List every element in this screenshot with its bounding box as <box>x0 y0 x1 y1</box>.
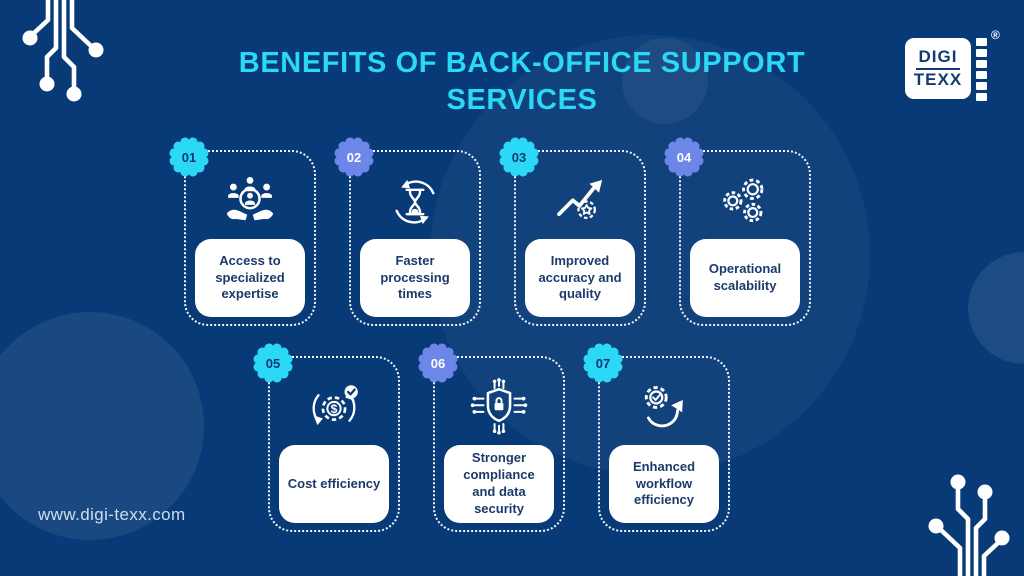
card-label: Enhanced workflow efficiency <box>609 445 719 523</box>
logo-divider <box>916 68 960 70</box>
card-label: Cost efficiency <box>279 445 389 523</box>
shield-lock-circuit-icon <box>435 372 563 444</box>
benefit-card-05: 05 $ Cost efficiency <box>253 343 400 532</box>
benefit-card-01: 01 <box>169 137 316 326</box>
card-number-badge: 01 <box>169 137 209 177</box>
three-gears-icon <box>681 166 809 238</box>
logo-text-top: DIGI <box>918 47 958 67</box>
gear-check-arrow-icon <box>600 372 728 444</box>
logo-filmstrip-icon <box>976 38 987 101</box>
card-number-badge: 02 <box>334 137 374 177</box>
benefit-card-03: 03 Improved accuracy and quality <box>499 137 646 326</box>
card-number-badge: 04 <box>664 137 704 177</box>
benefit-card-04: 04 Operational scalability <box>664 137 811 326</box>
page-title: BENEFITS OF BACK-OFFICE SUPPORT SERVICES <box>238 47 806 116</box>
benefit-card-02: 02 Faster processing times <box>334 137 481 326</box>
logo-box: DIGI TEXX <box>905 38 971 99</box>
circuit-trace-bottom-right-icon <box>928 474 1010 576</box>
registered-trademark: ® <box>991 28 1000 42</box>
benefit-card-07: 07 Enhanced workflow efficiency <box>583 343 730 532</box>
digitexx-logo: DIGI TEXX ® <box>903 28 1013 108</box>
card-label: Faster processing times <box>360 239 470 317</box>
growth-arrow-star-gear-icon <box>516 166 644 238</box>
card-number-badge: 03 <box>499 137 539 177</box>
background-circle <box>968 252 1024 364</box>
hourglass-refresh-icon <box>351 166 479 238</box>
card-number-badge: 06 <box>418 343 458 383</box>
logo-text-bottom: TEXX <box>913 70 963 89</box>
cost-gear-dollar-icon: $ <box>270 372 398 444</box>
card-number-badge: 07 <box>583 343 623 383</box>
svg-text:$: $ <box>331 402 338 416</box>
circuit-trace-top-left-icon <box>22 0 104 102</box>
website-url: www.digi-texx.com <box>38 505 186 524</box>
card-label: Access to specialized expertise <box>195 239 305 317</box>
card-number-badge: 05 <box>253 343 293 383</box>
card-label: Improved accuracy and quality <box>525 239 635 317</box>
card-label: Stronger compliance and data security <box>444 445 554 523</box>
card-label: Operational scalability <box>690 239 800 317</box>
hands-people-icon <box>186 166 314 238</box>
benefit-card-06: 06 Stronger comp <box>418 343 565 532</box>
